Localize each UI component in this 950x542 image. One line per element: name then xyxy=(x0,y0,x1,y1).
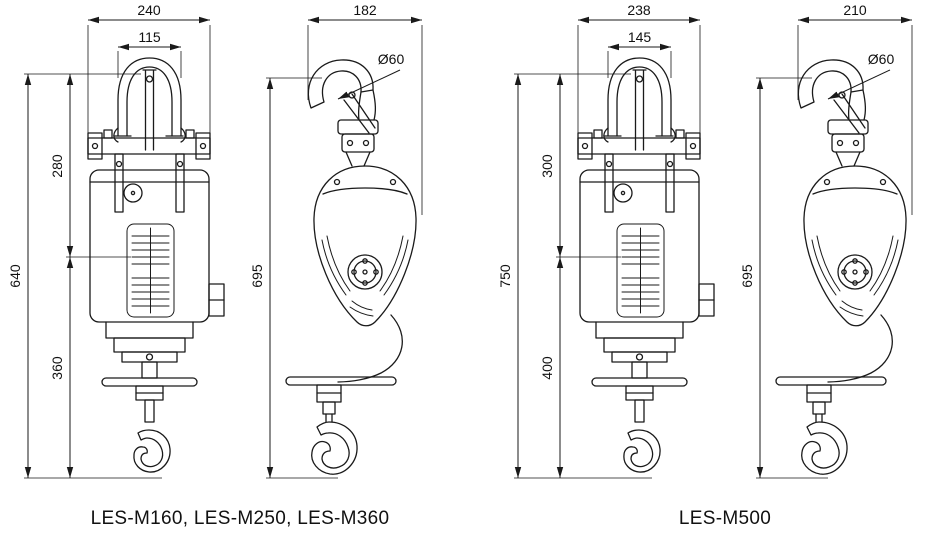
dim-label-238: 238 xyxy=(627,2,651,18)
dim-label-115: 115 xyxy=(138,29,161,45)
dim-label-hook-diameter-left: Ø60 xyxy=(378,51,405,67)
dim-side-right: 210 Ø60 695 xyxy=(739,2,913,479)
dim-label-360: 360 xyxy=(49,356,65,380)
dim-label-210: 210 xyxy=(843,2,867,18)
dim-label-640: 640 xyxy=(7,264,23,288)
hoist-side-view-right xyxy=(775,59,907,475)
caption-right-model: LES-M500 xyxy=(679,508,771,529)
dim-front-right: 238 145 750 300 400 xyxy=(497,2,701,479)
hoist-side-view-left xyxy=(285,59,417,475)
dim-label-240: 240 xyxy=(137,2,161,18)
hoist-front-view-right xyxy=(577,57,715,473)
dim-label-695-right: 695 xyxy=(739,264,755,288)
dim-label-750: 750 xyxy=(497,264,513,288)
dim-front-left: 240 115 640 280 360 xyxy=(7,2,211,479)
hoist-front-view-left xyxy=(87,57,225,473)
dim-label-hook-diameter-right: Ø60 xyxy=(868,51,895,67)
dim-label-182: 182 xyxy=(353,2,377,18)
dim-label-300: 300 xyxy=(539,154,555,178)
dim-label-695-left: 695 xyxy=(249,264,265,288)
caption-left-models: LES-M160, LES-M250, LES-M360 xyxy=(91,508,390,529)
dim-label-145: 145 xyxy=(628,29,652,45)
dim-label-280: 280 xyxy=(49,154,65,178)
dim-side-left: 182 Ø60 695 xyxy=(249,2,423,479)
dim-label-400: 400 xyxy=(539,356,555,380)
